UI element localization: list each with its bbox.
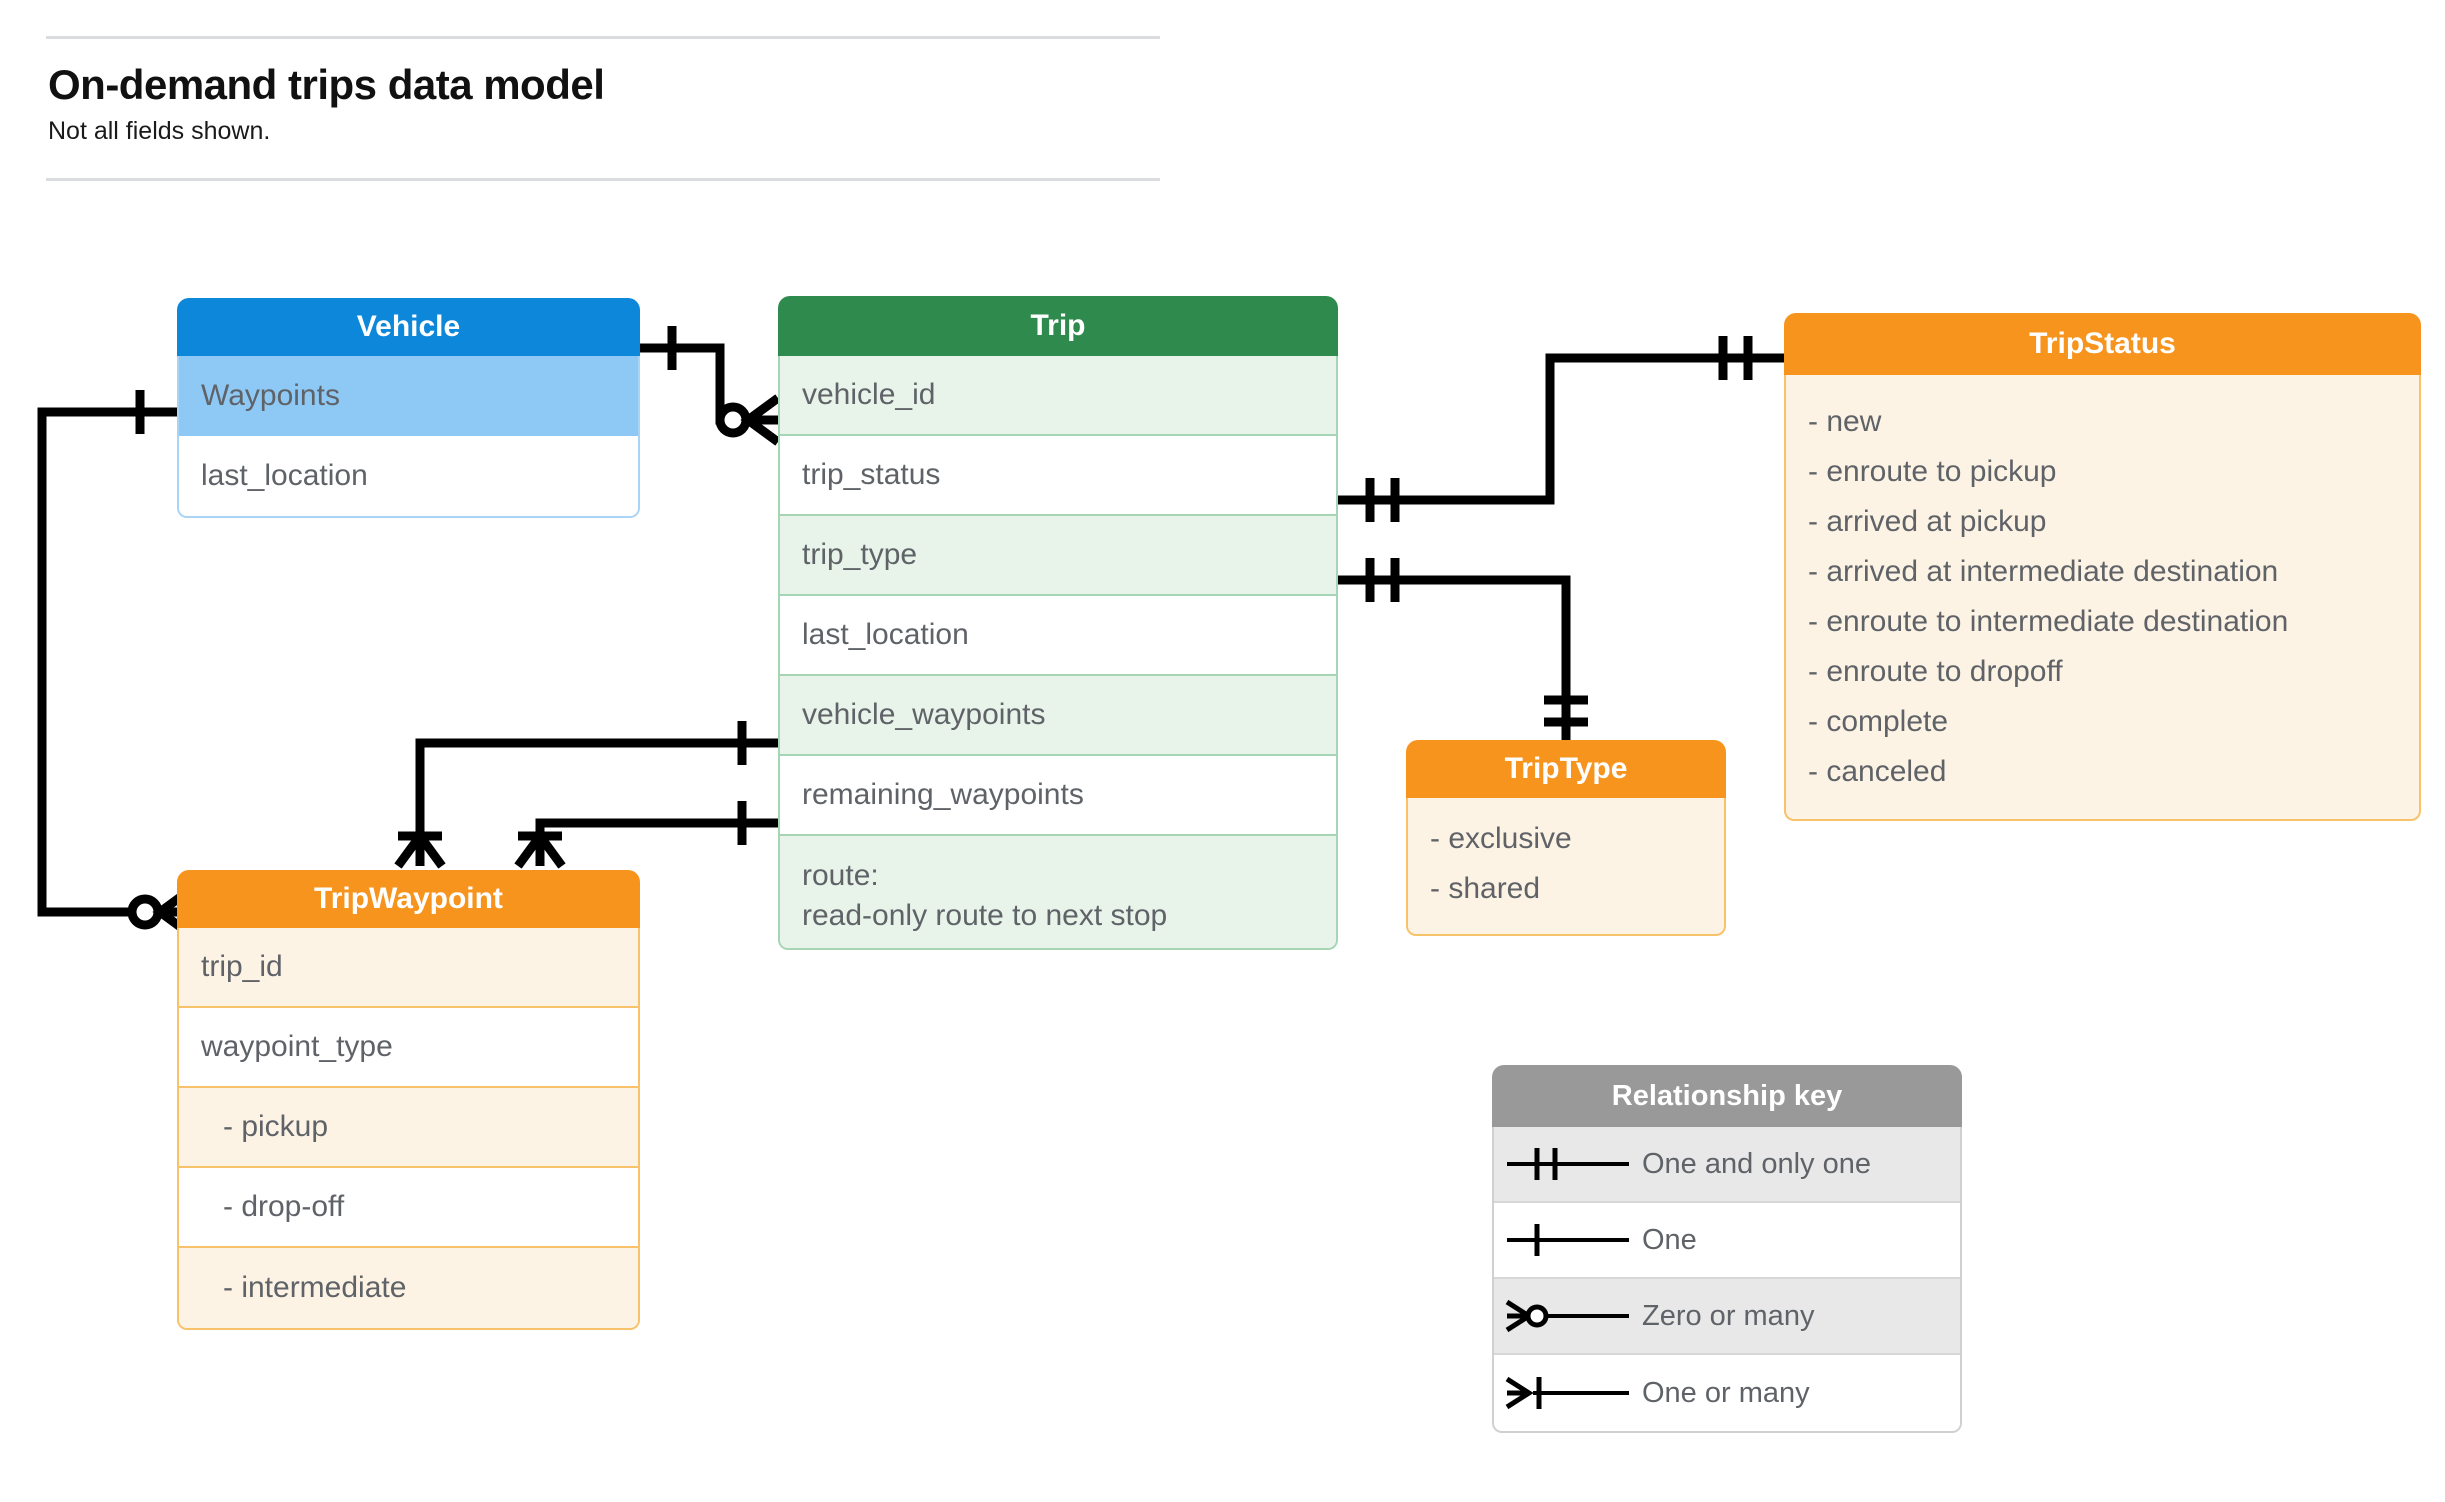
field-trip-type[interactable]: trip_type bbox=[780, 516, 1336, 596]
entity-triptype-title: TripType bbox=[1406, 740, 1726, 798]
page-title: On-demand trips data model bbox=[48, 61, 605, 108]
divider-bottom bbox=[46, 178, 1160, 181]
field-waypoint-type[interactable]: waypoint_type bbox=[179, 1008, 638, 1088]
zero-or-many-icon bbox=[1494, 1294, 1642, 1338]
value-enroute-to-dropoff: - enroute to dropoff bbox=[1808, 655, 2063, 688]
divider-top bbox=[46, 36, 1160, 39]
value-shared: - shared bbox=[1430, 872, 1541, 905]
value-exclusive: - exclusive bbox=[1430, 822, 1572, 855]
legend-row-one-or-many: One or many bbox=[1494, 1355, 1960, 1431]
legend-row-one-and-only-one: One and only one bbox=[1494, 1127, 1960, 1203]
value-new: - new bbox=[1808, 405, 1882, 438]
entity-vehicle[interactable]: Vehicle Waypoints last_location bbox=[177, 298, 640, 518]
field-last-location[interactable]: last_location bbox=[179, 436, 638, 516]
value-drop-off: - drop-off bbox=[179, 1168, 638, 1248]
field-vehicle-waypoints[interactable]: vehicle_waypoints bbox=[780, 676, 1336, 756]
entity-triptype-values: - exclusive - shared bbox=[1406, 798, 1726, 936]
field-route[interactable]: route: read-only route to next stop bbox=[780, 836, 1336, 948]
entity-trip-fields: vehicle_id trip_status trip_type last_lo… bbox=[778, 356, 1338, 950]
connector-trip-triptype bbox=[1338, 575, 1571, 740]
connector-vehicle-waypoints-tripwaypoint bbox=[37, 407, 177, 917]
entity-triptype[interactable]: TripType - exclusive - shared bbox=[1406, 740, 1726, 936]
one-and-only-one-icon bbox=[1494, 1142, 1642, 1186]
field-waypoints[interactable]: Waypoints bbox=[179, 356, 638, 436]
connector-trip-tripstatus bbox=[1338, 353, 1784, 505]
value-intermediate: - intermediate bbox=[179, 1248, 638, 1328]
entity-tripstatus-title: TripStatus bbox=[1784, 313, 2421, 375]
legend-label-one-and-only-one: One and only one bbox=[1642, 1147, 1871, 1180]
one-or-many-icon bbox=[1494, 1371, 1642, 1415]
value-arrived-at-intermediate-destination: - arrived at intermediate destination bbox=[1808, 555, 2279, 588]
relationship-key-legend: Relationship key One and only one One bbox=[1492, 1065, 1962, 1433]
one-icon bbox=[1494, 1218, 1642, 1262]
legend-label-one: One bbox=[1642, 1223, 1697, 1256]
field-trip-id[interactable]: trip_id bbox=[179, 928, 638, 1008]
legend-rows: One and only one One Zero or many bbox=[1492, 1127, 1962, 1433]
connector-vehicle-trip bbox=[640, 343, 762, 425]
entity-tripstatus[interactable]: TripStatus - new - enroute to pickup - a… bbox=[1784, 313, 2421, 821]
field-route-label: route: bbox=[802, 859, 879, 892]
entity-trip[interactable]: Trip vehicle_id trip_status trip_type la… bbox=[778, 296, 1338, 950]
value-pickup: - pickup bbox=[179, 1088, 638, 1168]
connector-vehicle-waypoints-field bbox=[415, 738, 778, 860]
entity-vehicle-title: Vehicle bbox=[177, 298, 640, 356]
legend-label-one-or-many: One or many bbox=[1642, 1376, 1810, 1409]
value-canceled: - canceled bbox=[1808, 755, 1947, 788]
legend-row-one: One bbox=[1494, 1203, 1960, 1279]
entity-tripwaypoint[interactable]: TripWaypoint trip_id waypoint_type - pic… bbox=[177, 870, 640, 1330]
value-enroute-to-pickup: - enroute to pickup bbox=[1808, 455, 2057, 488]
field-remaining-waypoints[interactable]: remaining_waypoints bbox=[780, 756, 1336, 836]
field-vehicle-id[interactable]: vehicle_id bbox=[780, 356, 1336, 436]
field-trip-last-location[interactable]: last_location bbox=[780, 596, 1336, 676]
entity-trip-title: Trip bbox=[778, 296, 1338, 356]
entity-vehicle-fields: Waypoints last_location bbox=[177, 356, 640, 518]
value-arrived-at-pickup: - arrived at pickup bbox=[1808, 505, 2047, 538]
legend-row-zero-or-many: Zero or many bbox=[1494, 1279, 1960, 1355]
value-complete: - complete bbox=[1808, 705, 1949, 738]
field-route-description: read-only route to next stop bbox=[802, 898, 1168, 932]
entity-tripwaypoint-fields: trip_id waypoint_type - pickup - drop-of… bbox=[177, 928, 640, 1330]
page-subtitle: Not all fields shown. bbox=[48, 117, 271, 145]
field-trip-status[interactable]: trip_status bbox=[780, 436, 1336, 516]
entity-tripstatus-values: - new - enroute to pickup - arrived at p… bbox=[1784, 375, 2421, 821]
legend-title: Relationship key bbox=[1492, 1065, 1962, 1127]
title-block: On-demand trips data model Not all field… bbox=[0, 0, 1160, 181]
connector-remaining-waypoints-field bbox=[535, 818, 778, 860]
entity-tripwaypoint-title: TripWaypoint bbox=[177, 870, 640, 928]
legend-label-zero-or-many: Zero or many bbox=[1642, 1299, 1815, 1332]
value-enroute-to-intermediate-destination: - enroute to intermediate destination bbox=[1808, 605, 2289, 638]
